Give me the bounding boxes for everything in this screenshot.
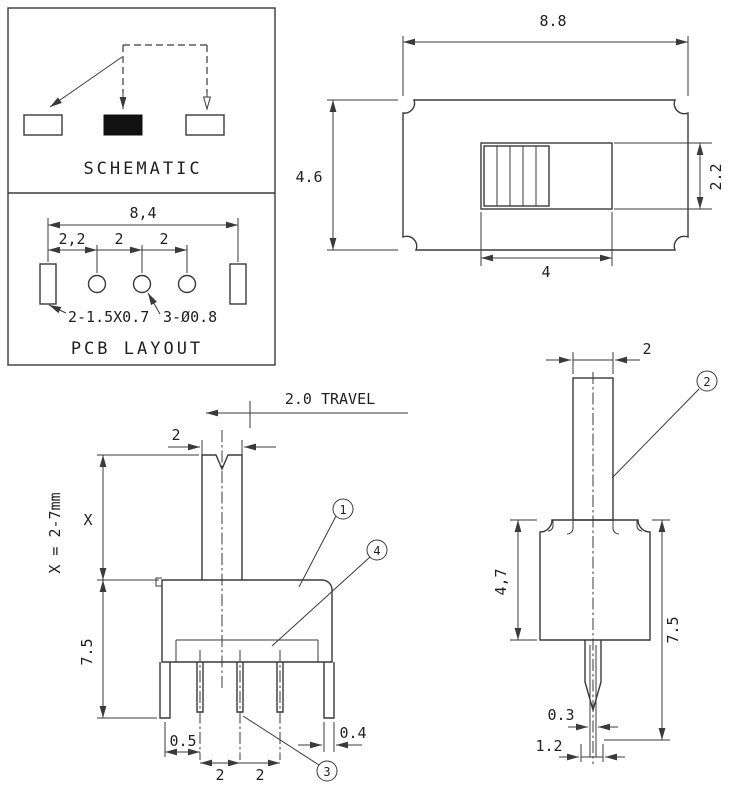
hole-note-leader	[147, 292, 161, 315]
callout-4-label: 4	[373, 544, 380, 558]
callout-1-circle	[332, 498, 354, 520]
clip-detail-right	[636, 520, 643, 532]
dim-slot-width-label: 2.2	[707, 163, 725, 190]
pcb-dim3-label: 2	[159, 230, 168, 248]
mount-leg-right	[323, 662, 335, 719]
dim-knob-label: 4	[541, 263, 550, 281]
mount-leg-left	[159, 662, 171, 719]
dim-overall-height-label: 7.5	[664, 616, 682, 643]
contact-middle-filled	[103, 114, 143, 136]
front-view: 2.0 TRAVEL 2 X = 2-7mm X 7.5	[46, 390, 408, 784]
body-tab-detail	[155, 577, 162, 587]
callout-3-leader	[242, 715, 320, 766]
knob-foot-right	[612, 520, 620, 535]
pcb-hole	[132, 274, 152, 294]
callout-2-leader	[611, 388, 700, 479]
knob-foot-left	[566, 520, 574, 535]
dim-leg-offset-label: 0.5	[169, 732, 196, 750]
slider-slot	[480, 142, 613, 210]
dim-knob-width-label: 2	[171, 426, 180, 444]
pcb-pad-right	[229, 263, 247, 305]
callout-2-circle	[696, 370, 718, 392]
callout-1-label: 1	[339, 503, 346, 517]
pcb-slot-note: 2-1.5X0.7	[68, 308, 149, 326]
dim-width-label: 8.8	[539, 12, 566, 30]
arrow-to-left	[49, 56, 123, 108]
switch-body-top-outline	[402, 99, 689, 251]
dim-pitch1-label: 2	[215, 766, 224, 784]
switch-body-front-outline	[161, 579, 333, 663]
callout-1-leader	[298, 515, 337, 588]
dim-pin-thickness-label: 0.3	[547, 706, 574, 724]
pcb-hole	[177, 274, 197, 294]
dim-body-height-side-label: 4,7	[492, 568, 510, 595]
shaft-range-note-label: X = 2-7mm	[46, 492, 64, 573]
schematic-title: SCHEMATIC	[83, 159, 202, 179]
slider-knob-front	[201, 454, 243, 580]
callout-2-label: 2	[703, 375, 710, 389]
travel-note-label: 2.0 TRAVEL	[285, 390, 375, 408]
panel-border	[7, 7, 276, 366]
pcb-layout-figure: 8,4 2,2 2 2 2-1.5X0.7 3-Ø0.8	[39, 204, 247, 326]
slot-note-leader	[48, 304, 67, 314]
callout-4-circle	[366, 539, 388, 561]
pcb-hole	[87, 274, 107, 294]
schematic-pcb-panel: SCHEMATIC 8,4 2,2 2 2 2-1.5X0.7 3-Ø0.8	[7, 7, 276, 366]
dim-knob-depth-label: 2	[642, 340, 651, 358]
dim-depth-label: 4.6	[295, 168, 322, 186]
pcb-dim1-label: 2,2	[58, 230, 85, 248]
dim-shaft-label: X	[83, 511, 92, 529]
callout-4-leader	[271, 556, 371, 647]
clip-detail-left	[547, 520, 554, 532]
dim-pitch2-label: 2	[255, 766, 264, 784]
contact-right	[185, 114, 225, 136]
center-tab-pin	[584, 640, 602, 713]
slider-knob-top	[483, 145, 550, 207]
pcb-title: PCB LAYOUT	[71, 339, 203, 359]
pcb-hole-note: 3-Ø0.8	[163, 308, 217, 326]
pcb-pad-left	[39, 263, 57, 305]
pcb-dim-total-label: 8,4	[129, 204, 156, 222]
schematic-figure	[23, 44, 225, 136]
callout-3-circle	[316, 760, 338, 782]
callout-3-label: 3	[323, 765, 330, 779]
dim-leg-width-label: 0.4	[339, 724, 366, 742]
side-view: 2 4,7 7.5 0.3 1.2 2	[492, 340, 718, 764]
contact-left	[23, 114, 63, 136]
top-view: 8.8 4.6 2.2 4	[295, 12, 725, 281]
switch-body-side-outline	[539, 519, 651, 641]
dim-pin-base-label: 1.2	[535, 737, 562, 755]
pcb-dim2-label: 2	[114, 230, 123, 248]
dim-body-height-label: 7.5	[78, 638, 96, 665]
